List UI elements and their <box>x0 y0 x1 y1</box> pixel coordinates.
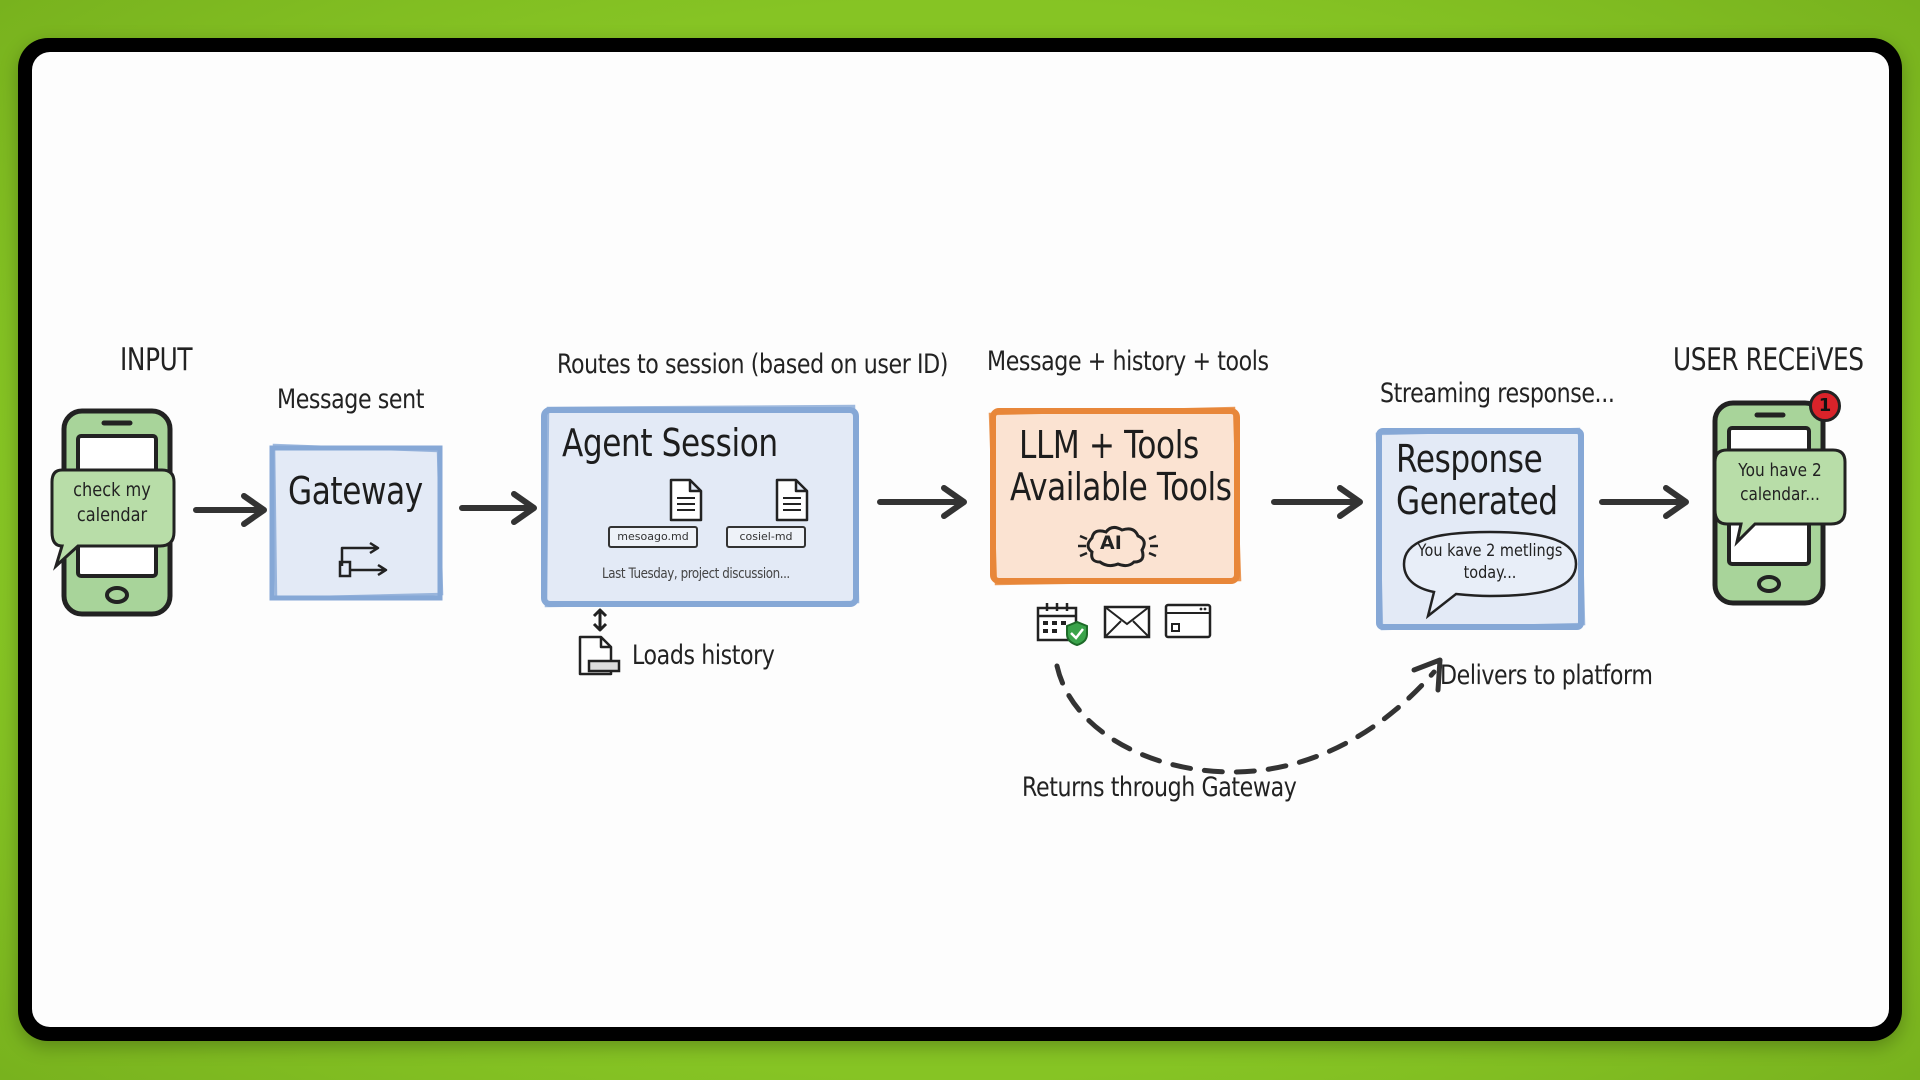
arrow-response-to-user <box>1599 485 1689 519</box>
delivers-label: Delivers to platform <box>1440 660 1653 691</box>
ai-brain-icon <box>1078 525 1158 568</box>
session-title: Agent Session <box>562 421 778 465</box>
document-icon <box>669 478 703 522</box>
llm-title-line2: Available Tools <box>1010 465 1232 509</box>
returns-label: Returns through Gateway <box>1022 772 1297 803</box>
file-tag-message: mesoago.md <box>608 526 698 548</box>
response-caption: Streaming response... <box>1380 378 1615 409</box>
response-speech-bubble <box>1402 530 1578 620</box>
input-bubble-line1: check my <box>73 479 151 501</box>
sync-arrows-icon <box>592 608 608 632</box>
gateway-title: Gateway <box>288 469 423 513</box>
document-stack-icon <box>578 635 621 676</box>
ai-badge-text: AI <box>1100 532 1122 554</box>
input-chat-bubble <box>50 468 176 571</box>
arrow-llm-to-response <box>1271 485 1363 519</box>
output-bubble-line2: calendar... <box>1740 484 1820 505</box>
llm-title-line1: LLM + Tools <box>1019 423 1199 467</box>
envelope-icon <box>1103 605 1151 639</box>
notification-badge: 1 <box>1809 390 1841 422</box>
route-split-icon <box>338 541 388 578</box>
response-title-line2: Generated <box>1396 479 1558 523</box>
response-bubble-line1: You kave 2 metlings <box>1417 541 1563 561</box>
file-tag-context: cosiel-md <box>726 526 806 548</box>
session-caption: Routes to session (based on user ID) <box>557 349 949 380</box>
response-bubble-line2: today... <box>1463 563 1517 583</box>
input-bubble-line2: calendar <box>76 504 148 526</box>
calendar-check-icon <box>1036 603 1088 647</box>
browser-window-icon <box>1164 603 1212 639</box>
output-heading: USER RECEiVES <box>1673 342 1864 378</box>
llm-tools-box <box>988 406 1242 586</box>
session-note: Last Tuesday, project discussion... <box>602 566 790 582</box>
llm-caption: Message + history + tools <box>987 346 1269 377</box>
gateway-caption: Message sent <box>277 384 425 415</box>
return-dashed-arrow <box>1054 657 1443 775</box>
document-icon <box>775 478 809 522</box>
diagram-canvas: INPUT check my calendar Message sent Gat… <box>32 52 1889 1027</box>
output-chat-bubble <box>1713 448 1847 547</box>
input-heading: INPUT <box>120 342 193 378</box>
arrow-gateway-to-session <box>459 491 537 525</box>
gateway-box <box>269 443 444 601</box>
arrow-input-to-gateway <box>193 493 267 527</box>
output-bubble-line1: You have 2 <box>1738 460 1822 481</box>
response-title-line1: Response <box>1396 437 1543 481</box>
arrow-session-to-llm <box>877 485 967 519</box>
loads-history-label: Loads history <box>632 640 775 671</box>
